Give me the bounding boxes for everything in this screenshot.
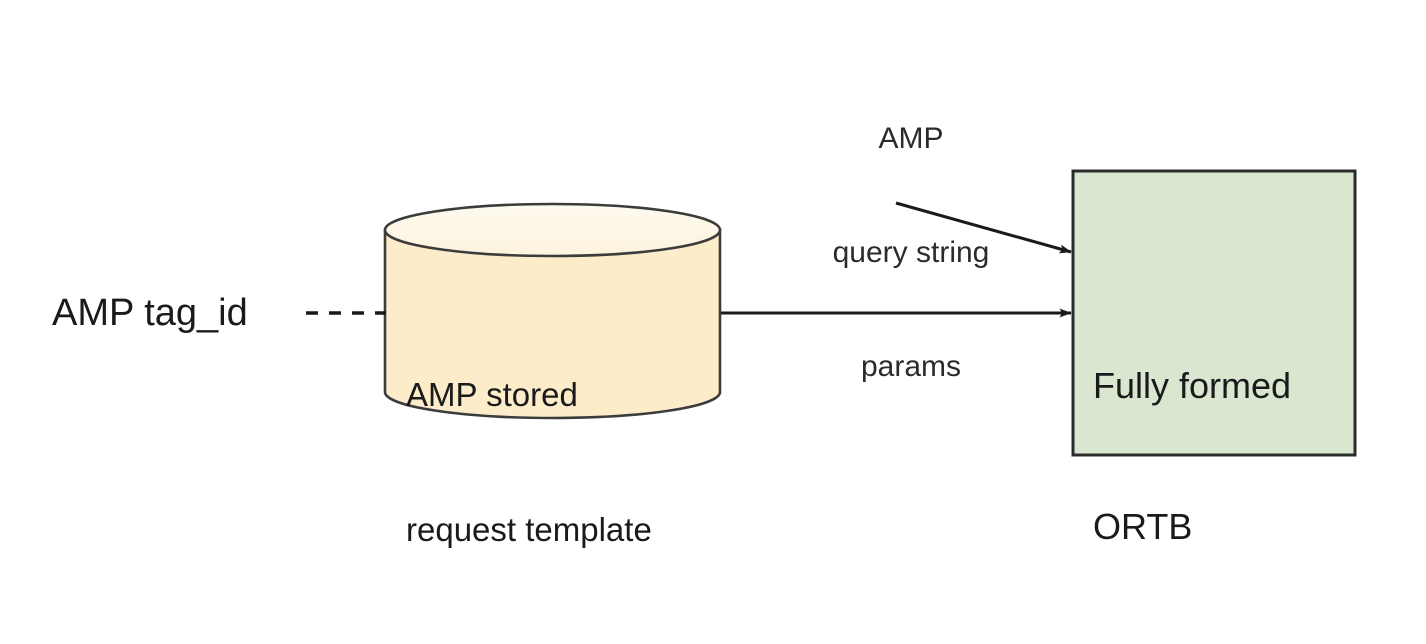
cylinder-label-line-1: AMP stored [406,376,578,413]
arrow-params-to-ortb[interactable] [895,201,1072,254]
ortb-box-rect [1071,169,1357,457]
params-label-line-1: AMP [878,122,944,155]
diagram-canvas: AMP tag_id AMP query string params AMP s… [52,44,1357,548]
fully-formed-ortb-label: Fully formed ORTB [1093,268,1291,644]
ortb-label-line-2: ORTB [1093,506,1193,547]
params-label-line-2: query string [832,236,990,269]
amp-query-string-params-label: AMP query string params [783,44,1039,462]
diagram-shapes-layer [306,169,1357,457]
amp-stored-request-label: AMP stored request template [406,282,652,642]
ortb-label-line-1: Fully formed [1093,365,1292,406]
cylinder-label-line-2: request template [406,511,652,548]
amp-stored-request-cylinder[interactable] [383,202,722,420]
cylinder-top-ellipse [383,202,722,258]
cylinder-body [383,228,722,420]
params-label-line-3: params [860,350,962,383]
fully-formed-ortb-box[interactable] [1071,169,1357,457]
amp-tag-id-label: AMP tag_id [52,292,248,334]
